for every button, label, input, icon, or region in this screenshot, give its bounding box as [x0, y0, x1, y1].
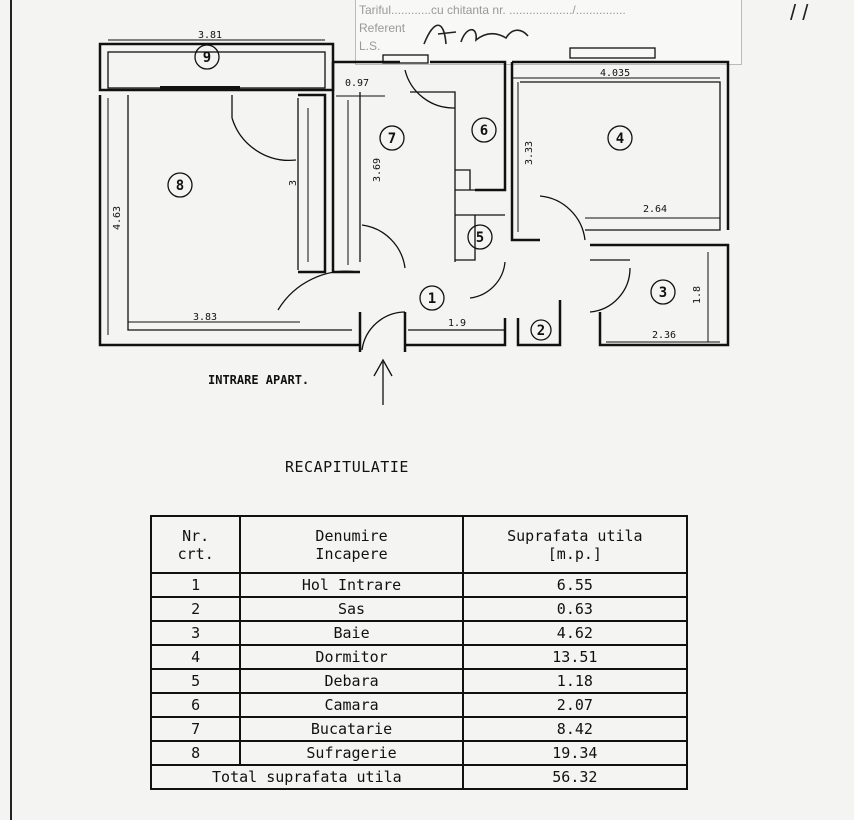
- total-label: Total suprafata utila: [150, 764, 464, 790]
- stamp-line-tariff: Tariful............cu chitanta nr. .....…: [359, 3, 626, 17]
- table-cell: 13.51: [461, 644, 689, 670]
- table-cell: 6.55: [461, 572, 689, 598]
- table-cell: Debara: [239, 668, 464, 694]
- table-cell: 4.62: [461, 620, 689, 646]
- table-cell: Bucatarie: [239, 716, 464, 742]
- signature-mark: [423, 24, 529, 45]
- room-label-5: 5: [476, 230, 484, 246]
- table-cell: 6: [149, 692, 242, 718]
- table-cell: 1.18: [461, 668, 689, 694]
- dim-4-63: 4.63: [112, 206, 123, 230]
- dim-2-64: 2.64: [643, 204, 667, 215]
- dimension-labels: 3.81 0.97 4.035 3.69 3 3.33 4.63 2.64 3.…: [112, 30, 703, 341]
- room-5-storage: [455, 214, 506, 299]
- table-cell: 1: [149, 572, 242, 598]
- table-cell: Hol Intrare: [239, 572, 464, 598]
- entry-marker: INTRARE APART.: [208, 358, 393, 405]
- summary-title: RECAPITULATIE: [285, 458, 409, 476]
- table-cell: Camara: [239, 692, 464, 718]
- dim-3-69: 3.69: [372, 158, 383, 182]
- table-cell: 3: [149, 620, 242, 646]
- dim-2-36: 2.36: [652, 330, 676, 341]
- dim-0-97: 0.97: [345, 78, 369, 89]
- room-numbers: 1 2 3 4 5 6 7 8 9: [167, 44, 676, 341]
- room-4-bedroom: [510, 47, 730, 242]
- stamp-line-referent: Referent: [359, 21, 406, 35]
- table-cell: Baie: [239, 620, 464, 646]
- stamp-line-ls: L.S.: [359, 39, 381, 53]
- room-1-hall: [277, 270, 562, 352]
- table-cell: 5: [149, 668, 242, 694]
- dim-1-8: 1.8: [692, 286, 703, 304]
- table-cell: 19.34: [461, 740, 689, 766]
- room-label-2: 2: [537, 323, 545, 339]
- table-cell: Sas: [239, 596, 464, 622]
- table-cell: Sufragerie: [239, 740, 464, 766]
- table-cell: Dormitor: [239, 644, 464, 670]
- corner-handwritten-mark: / /: [790, 0, 809, 25]
- room-9-balcony: [98, 42, 335, 92]
- room-label-7: 7: [388, 131, 396, 147]
- table-cell: 7: [149, 716, 242, 742]
- header-area: Suprafata utila[m.p.]: [461, 515, 689, 574]
- entry-label: INTRARE APART.: [208, 373, 309, 387]
- room-label-9: 9: [203, 50, 211, 66]
- sheet-border: [10, 0, 12, 820]
- floor-plan: 3.81 0.97 4.035 3.69 3 3.33 4.63 2.64 3.…: [98, 30, 730, 405]
- table-total-row: Total suprafata utila 56.32: [150, 764, 689, 790]
- dimension-lines: [107, 39, 720, 343]
- room-label-3: 3: [659, 285, 667, 301]
- registration-stamp: Tariful............cu chitanta nr. .....…: [355, 0, 742, 65]
- dim-1-9: 1.9: [448, 318, 466, 329]
- dim-3-33: 3.33: [524, 141, 535, 165]
- table-cell: 0.63: [461, 596, 689, 622]
- room-label-6: 6: [480, 123, 488, 139]
- room-label-8: 8: [176, 178, 184, 194]
- table-cell: 2: [149, 596, 242, 622]
- room-3-bathroom: [589, 243, 730, 347]
- table-cell: 8: [149, 740, 242, 766]
- table-cell: 4: [149, 644, 242, 670]
- room-label-4: 4: [616, 131, 624, 147]
- dim-3-81: 3.81: [198, 30, 222, 41]
- header-nr: Nr.crt.: [149, 515, 242, 574]
- table-cell: 2.07: [461, 692, 689, 718]
- room-label-1: 1: [428, 291, 436, 307]
- room-6-pantry: [455, 169, 505, 191]
- dim-3: 3: [288, 180, 299, 186]
- dim-3-83: 3.83: [193, 312, 217, 323]
- total-value: 56.32: [461, 764, 689, 790]
- room-8-living: [98, 93, 360, 347]
- table-cell: 8.42: [461, 716, 689, 742]
- dim-4-035: 4.035: [600, 68, 630, 79]
